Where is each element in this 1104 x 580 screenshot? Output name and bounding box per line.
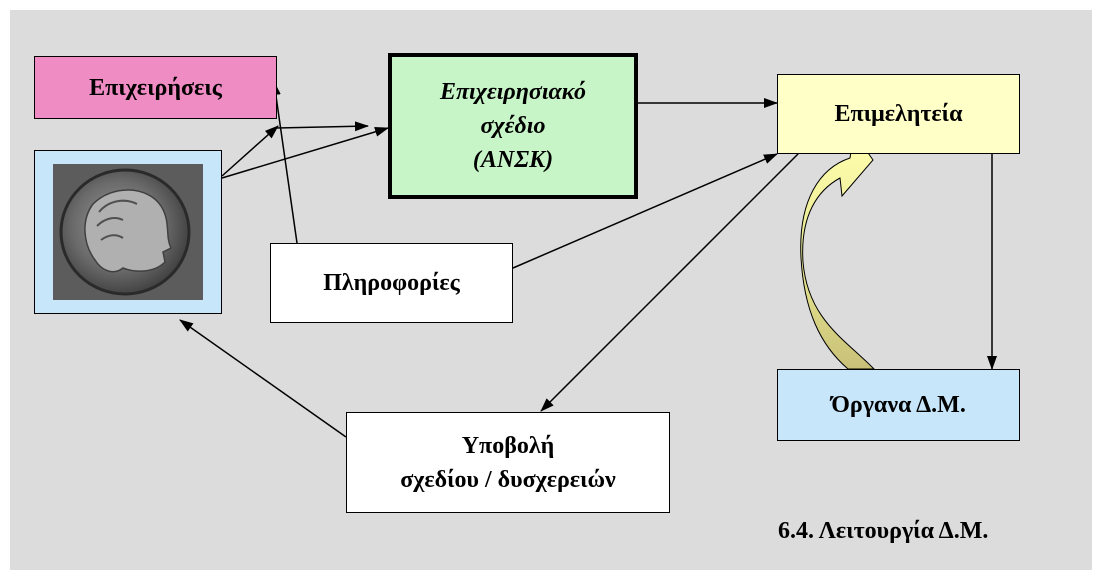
business-plan-box: Επιχειρησιακό σχέδιο (ΑΝΣΚ) — [388, 53, 638, 199]
submission-line-1: Υποβολή — [461, 432, 555, 459]
businesses-box: Επιχειρήσεις — [34, 56, 277, 119]
arrow-submission-to-coin — [179, 319, 347, 438]
curved-arrow — [800, 131, 876, 370]
coin-image — [53, 164, 203, 300]
submission-line-2: σχεδίου / δυσχερειών — [400, 466, 616, 493]
business-plan-line-2: σχέδιο — [480, 113, 546, 139]
figure-caption: 6.4. Λειτουργία Δ.Μ. — [778, 518, 989, 544]
organs-box: Όργανα Δ.Μ. — [777, 369, 1020, 441]
submission-box: Υποβολή σχεδίου / δυσχερειών — [346, 412, 670, 513]
information-box: Πληροφορίες — [270, 243, 513, 323]
businesses-label: Επιχειρήσεις — [89, 74, 222, 101]
business-plan-line-1: Επιχειρησιακό — [439, 79, 587, 105]
arrow-businesses-to-plan — [276, 121, 369, 132]
arrow-coin-to-businesses — [221, 125, 279, 177]
arrow-coin-to-plan — [221, 126, 389, 179]
chamber-label: Επιμελητεία — [834, 101, 963, 127]
organs-label: Όργανα Δ.Μ. — [831, 392, 966, 418]
business-plan-line-3: (ΑΝΣΚ) — [472, 147, 554, 173]
arrow-chamber-submission — [540, 141, 811, 412]
chamber-box: Επιμελητεία — [777, 74, 1020, 154]
information-label: Πληροφορίες — [323, 270, 460, 296]
arrow-info-to-businesses — [270, 81, 298, 244]
coin-image-box — [34, 150, 222, 314]
